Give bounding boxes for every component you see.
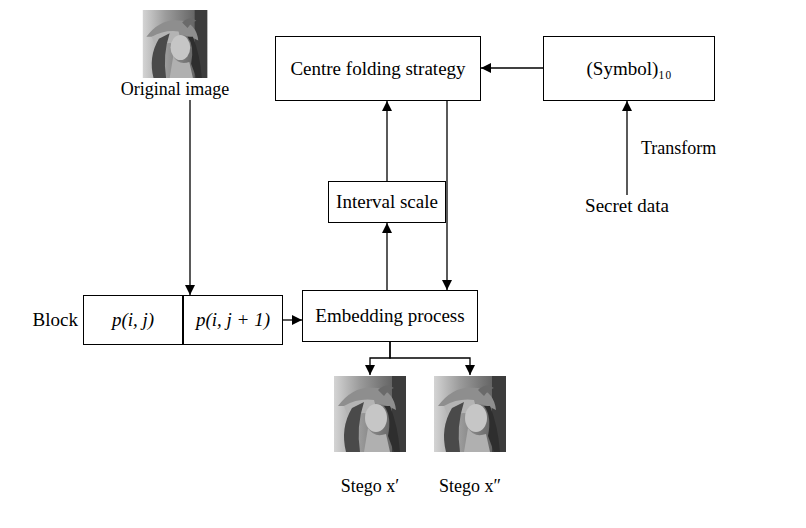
flow-arrow [386, 223, 387, 290]
stego-photo [334, 376, 406, 452]
group-label: Block [33, 309, 78, 331]
box-label: Interval scale [336, 191, 438, 213]
image-caption: Stego x″ [439, 476, 501, 497]
image-caption: Stego x′ [341, 476, 399, 497]
process-box: Embedding process [302, 290, 478, 342]
image-node: Original image [118, 10, 232, 100]
stego-photo [434, 376, 506, 452]
image-node: Stego x″ [420, 375, 520, 497]
image-caption: Original image [121, 79, 229, 100]
block-group: Block p(i, j) p(i, j + 1) [36, 295, 283, 345]
flow-arrow [386, 101, 387, 181]
flow-arrow [481, 67, 543, 68]
edge-label: Transform [639, 138, 718, 159]
process-box: Interval scale [328, 181, 446, 223]
process-box: (Symbol)₁₀ [543, 36, 715, 101]
pixel-cell: p(i, j) [83, 295, 183, 345]
box-label: Centre folding strategy [290, 58, 465, 80]
flow-arrow [390, 342, 470, 375]
flow-arrow [283, 319, 302, 320]
flow-arrow [446, 101, 447, 290]
box-label: Embedding process [315, 305, 464, 327]
original-photo [143, 10, 207, 78]
box-label: Secret data [585, 195, 669, 217]
box-label: (Symbol)₁₀ [586, 58, 671, 80]
image-node: Stego x′ [320, 375, 420, 497]
flow-arrow [189, 100, 190, 295]
pixel-cell: p(i, j + 1) [183, 295, 283, 345]
box-label: p(i, j + 1) [196, 309, 270, 331]
data-source: Secret data [567, 195, 687, 217]
flow-arrow [626, 101, 627, 195]
flow-arrow [370, 342, 390, 375]
process-box: Centre folding strategy [275, 36, 481, 101]
box-label: p(i, j) [112, 309, 154, 331]
